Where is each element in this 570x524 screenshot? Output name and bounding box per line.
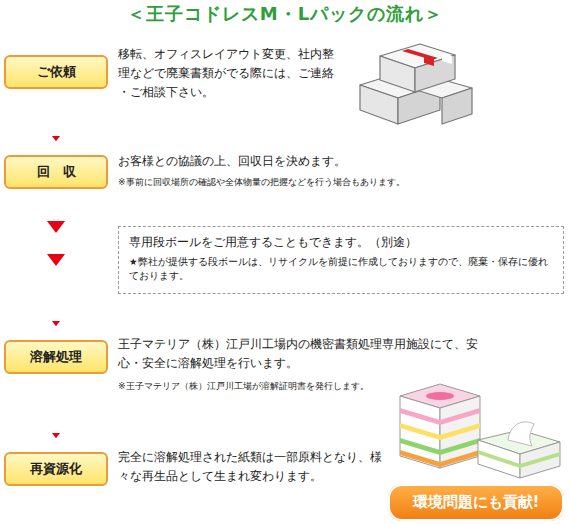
cardboard-boxes xyxy=(360,44,472,124)
step-description: お客様との協議の上、回収日を決めます。 xyxy=(118,152,558,171)
flow-arrow xyxy=(55,374,57,452)
box-text: ご依頼 xyxy=(37,62,76,82)
note-box: 専用段ボールをご用意することもできます。（別途） ★弊社が提供する段ボールは、リサ… xyxy=(118,226,564,294)
process-box: 回 収 xyxy=(4,155,108,189)
process-box: ご依頼 xyxy=(4,55,108,89)
process-box: 再資源化 xyxy=(4,452,108,486)
process-box: 溶解処理 xyxy=(4,340,108,374)
flow-arrow xyxy=(55,89,57,155)
box-text: 環境問題にも貢献! xyxy=(413,491,540,514)
flow-arrow xyxy=(55,189,57,340)
footnote: ※王子マテリア（株）江戸川工場が溶解証明書を発行します。 xyxy=(118,380,408,394)
box-text: 専用段ボールをご用意することもできます。（別途） xyxy=(129,233,553,251)
step-description: 完全に溶解処理された紙類は一部原料となり、様々な再生品として生まれ変わります。 xyxy=(118,448,388,486)
box-text: 溶解処理 xyxy=(30,347,82,367)
badge: 環境問題にも貢献! xyxy=(388,484,564,521)
box-text: 再資源化 xyxy=(30,459,82,479)
step-description: 王子マテリア（株）江戸川工場内の機密書類処理専用施設にて、安心・安全に溶解処理を… xyxy=(118,335,488,373)
box-text: 回 収 xyxy=(37,162,76,182)
diagram-title: ＜王子コドレスM・Lパックの流れ＞ xyxy=(0,2,570,26)
box-note: ★弊社が提供する段ボールは、リサイクルを前提に作成しておりますので、廃棄・保存に… xyxy=(129,255,553,283)
step-description: 移転、オフィスレイアウト変更、社内整理などで廃棄書類がでる際には、ご連絡・ご相談… xyxy=(118,45,340,103)
tissue-boxes xyxy=(400,384,560,478)
footnote: ※事前に回収場所の確認や全体物量の把握などを行う場合もあります。 xyxy=(118,176,558,190)
